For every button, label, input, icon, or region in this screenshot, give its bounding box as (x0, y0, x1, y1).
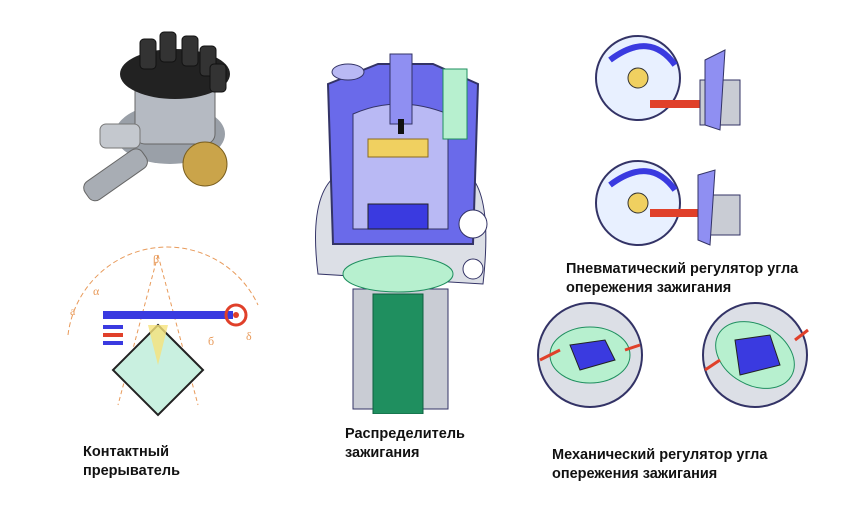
contact-breaker-diagram: β α a б δ (67, 246, 259, 417)
distributor-cutaway-diagram (315, 53, 488, 414)
caption-centrifugal-regulator: Механический регулятор угла опережения з… (552, 447, 768, 482)
label-b: б (208, 334, 214, 348)
vacuum-regulator-view-2 (595, 160, 741, 246)
centrifugal-regulator-diagram (537, 302, 809, 408)
centrifugal-regulator-view-2 (702, 302, 809, 408)
vacuum-regulator-view-1 (595, 35, 741, 131)
caption-distributor: Распределитель зажигания (345, 426, 465, 461)
label-a: a (70, 304, 76, 318)
caption-contact-breaker: Контактный прерыватель (83, 444, 180, 479)
distributor-photo (83, 31, 230, 202)
caption-vacuum-regulator: Пневматический регулятор угла опережения… (566, 261, 799, 296)
label-sigma: δ (246, 329, 252, 343)
label-alpha: α (93, 284, 100, 298)
label-beta: β (153, 252, 159, 266)
vacuum-regulator-diagram (595, 35, 741, 246)
centrifugal-regulator-view-1 (537, 302, 643, 408)
